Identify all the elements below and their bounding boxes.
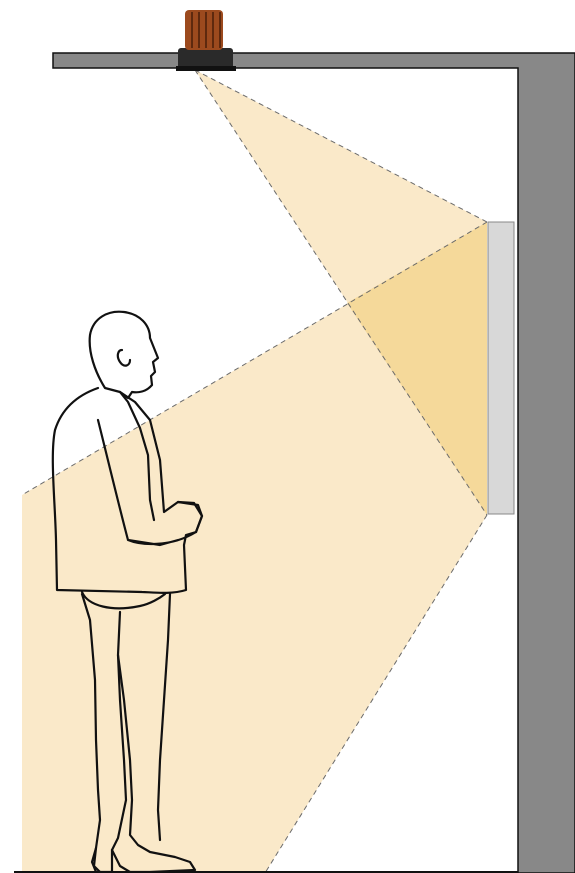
sensor-base (178, 48, 233, 70)
beam-edge-lower (194, 69, 488, 516)
beam-edges (21, 69, 488, 873)
person-leg-front (110, 610, 197, 873)
beam-edge-upper (194, 69, 488, 223)
laser-scanner-icon (176, 10, 236, 71)
person-ear (116, 348, 132, 367)
person-head (88, 310, 160, 400)
ceiling-and-wall (52, 52, 575, 873)
person-figure (51, 310, 204, 873)
beam-fan-to-floor (22, 222, 487, 873)
sensor-head (185, 10, 223, 50)
person-coat-hem (80, 590, 167, 610)
wall-panel (487, 221, 515, 515)
beam-overlap-zone (347, 222, 487, 515)
reflected-edge-lower (264, 514, 488, 873)
sensor-head-ribs (191, 12, 221, 48)
person-lapel (118, 390, 156, 522)
person-shoe-back (92, 846, 102, 873)
reflected-beam-lower (22, 222, 487, 873)
sensor-mount-plate (176, 66, 236, 71)
person-leg-front-rear (156, 592, 172, 842)
person-arm (96, 418, 198, 547)
person-hand (176, 500, 204, 534)
